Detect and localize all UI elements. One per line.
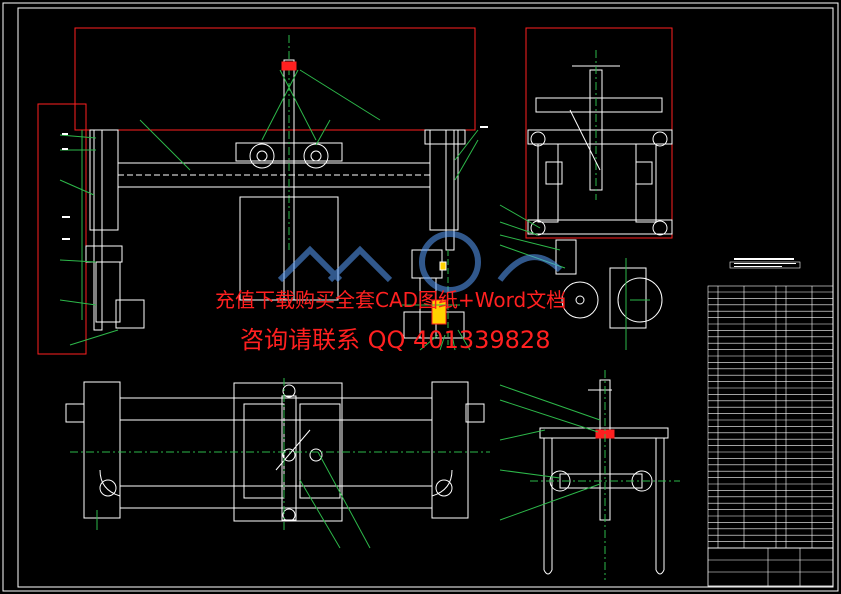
front-view xyxy=(37,27,488,355)
end-view xyxy=(499,370,680,580)
watermark-logo xyxy=(277,231,563,293)
detail-view xyxy=(402,249,471,351)
parts-list xyxy=(707,258,834,587)
side-view xyxy=(499,27,673,350)
plan-view xyxy=(65,378,490,549)
watermark-line-2: 咨询请联系 QQ 401339828 xyxy=(240,326,551,354)
watermark-line-1: 充值下载购买全套CAD图纸+Word文档 xyxy=(215,288,567,312)
